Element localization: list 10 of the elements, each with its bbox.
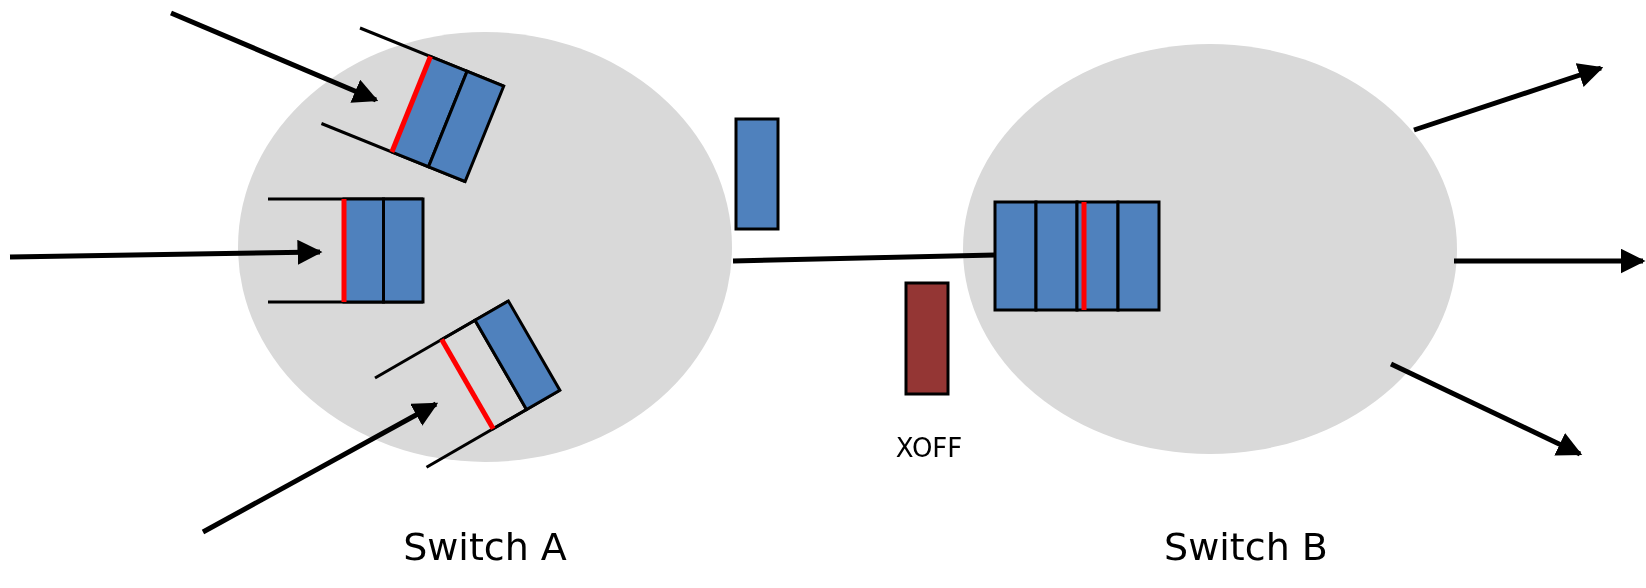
arrow (1454, 248, 1646, 274)
arrow (1389, 361, 1583, 457)
arrow (1413, 63, 1604, 133)
arrow (9, 239, 323, 265)
switch-label: Switch B (1164, 528, 1328, 566)
arrow (201, 401, 439, 535)
link-line (732, 252, 996, 264)
switch-label: Switch A (403, 528, 567, 566)
arrow (170, 10, 379, 103)
packet-label: XOFF (895, 435, 963, 461)
